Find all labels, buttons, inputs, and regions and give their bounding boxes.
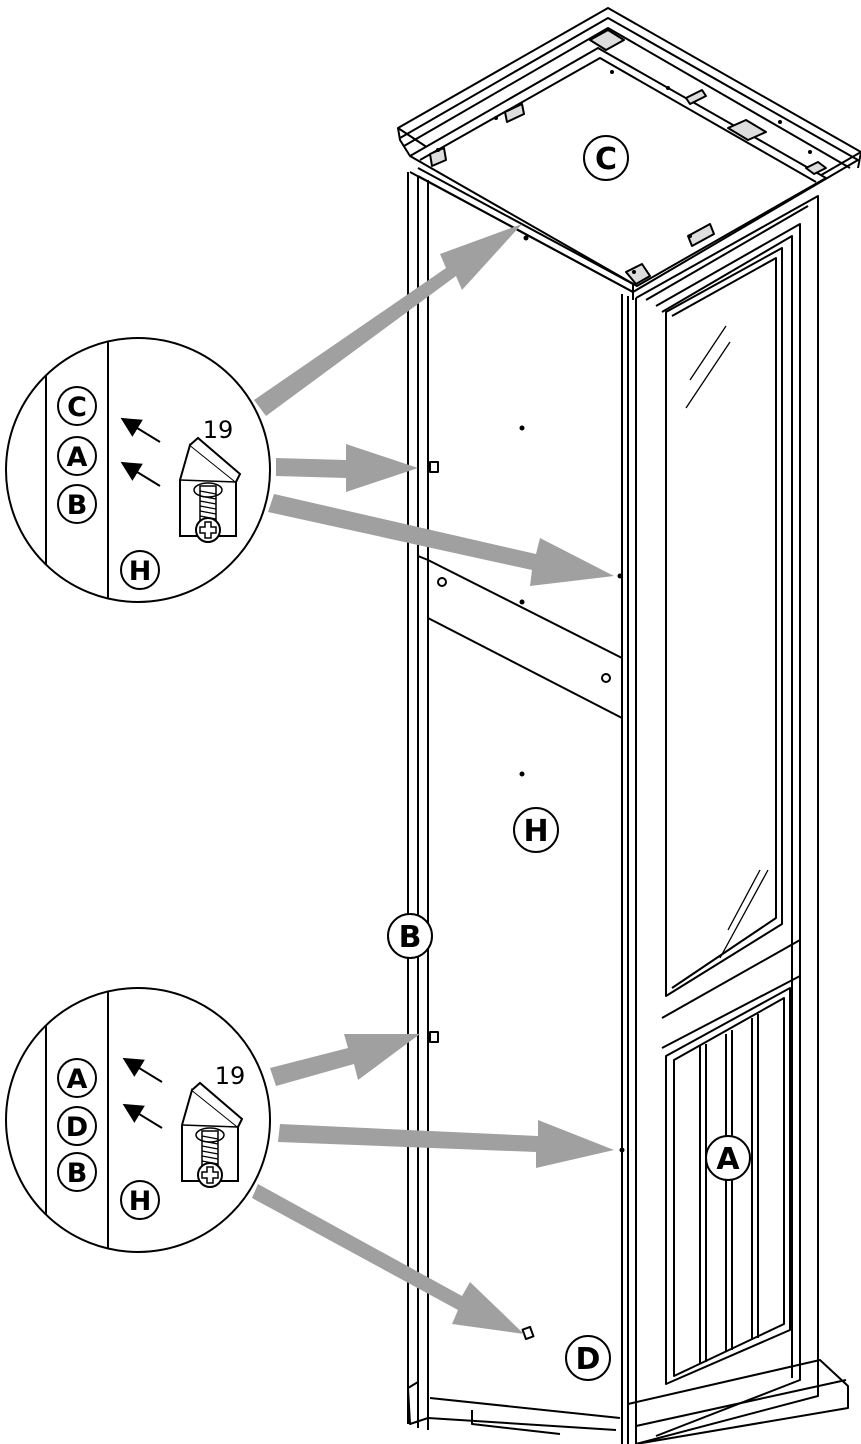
svg-text:H: H bbox=[129, 1186, 152, 1217]
callout-bottom-layer-2: D bbox=[57, 1106, 97, 1146]
arrow-top-to-right bbox=[268, 494, 614, 586]
svg-text:A: A bbox=[716, 1142, 740, 1177]
label-bottom-panel: D bbox=[565, 1335, 611, 1381]
cabinet-drawing bbox=[397, 7, 861, 1444]
svg-text:C: C bbox=[595, 142, 617, 177]
arrow-top-to-c bbox=[254, 224, 522, 416]
assembly-arrows bbox=[252, 224, 614, 1334]
arrow-bottom-to-right bbox=[278, 1120, 614, 1168]
svg-text:A: A bbox=[67, 442, 88, 473]
svg-text:B: B bbox=[399, 920, 422, 955]
arrow-top-to-left bbox=[276, 444, 418, 492]
svg-text:H: H bbox=[523, 814, 548, 849]
svg-text:B: B bbox=[67, 490, 88, 521]
callout-top-backing: H bbox=[120, 550, 160, 590]
callout-top-detail: C A B H 19 bbox=[5, 337, 271, 603]
svg-text:A: A bbox=[67, 1064, 88, 1095]
callout-top-quantity: 19 bbox=[203, 416, 234, 444]
callout-top-layer-2: A bbox=[57, 436, 97, 476]
callout-bottom-detail: A D B H 19 bbox=[5, 987, 271, 1253]
callout-bottom-layer-1: A bbox=[57, 1058, 97, 1098]
callout-top-layer-1: C bbox=[57, 386, 97, 426]
svg-text:C: C bbox=[67, 392, 87, 423]
callout-bottom-layer-3: B bbox=[57, 1152, 97, 1192]
label-side-panel: B bbox=[387, 913, 433, 959]
label-back-panel: H bbox=[513, 807, 559, 853]
svg-text:D: D bbox=[576, 1342, 601, 1377]
arrow-bottom-to-left bbox=[270, 1034, 420, 1086]
label-door-panel: A bbox=[705, 1135, 751, 1181]
callout-top-layer-3: B bbox=[57, 484, 97, 524]
callout-bottom-quantity: 19 bbox=[215, 1062, 246, 1090]
svg-text:D: D bbox=[66, 1112, 88, 1143]
svg-text:B: B bbox=[67, 1158, 88, 1189]
svg-text:H: H bbox=[129, 556, 152, 587]
arrow-bottom-to-d bbox=[252, 1184, 524, 1334]
label-top-panel: C bbox=[583, 135, 629, 181]
callout-bottom-backing: H bbox=[120, 1180, 160, 1220]
